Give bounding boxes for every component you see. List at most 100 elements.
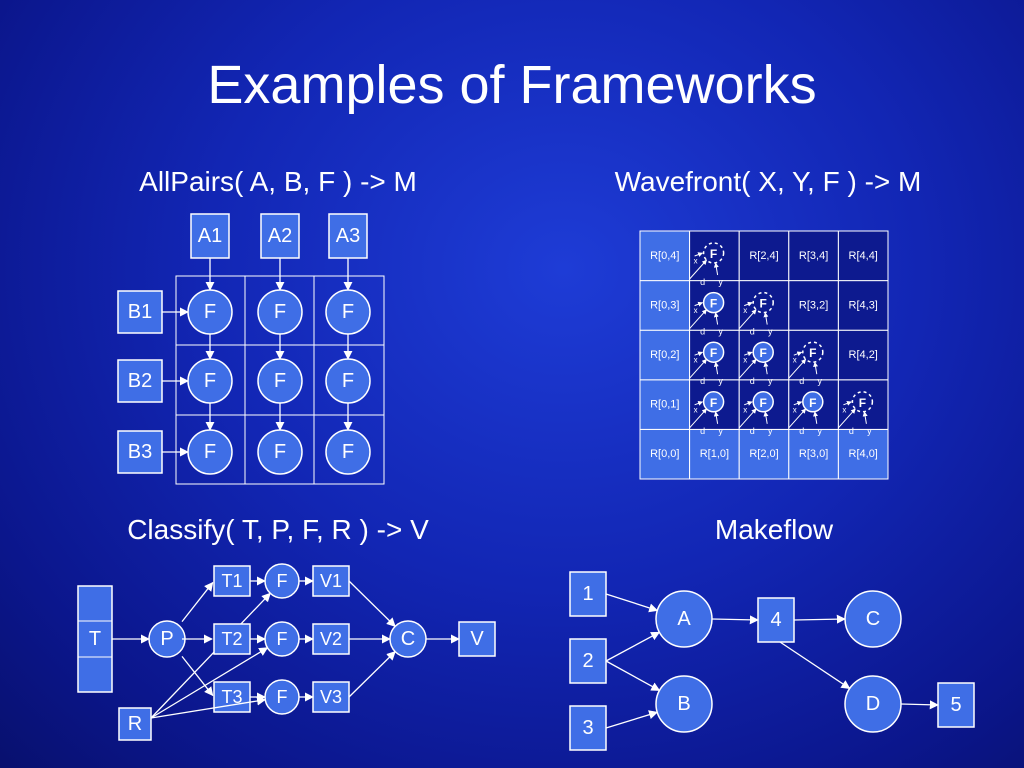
- diagonal-input-arrow: [738, 309, 757, 329]
- b-label: B2: [128, 370, 152, 392]
- function-label: F: [204, 301, 216, 323]
- port-label-y: y: [718, 376, 723, 386]
- vote-label: V1: [320, 571, 342, 591]
- function-node: [187, 429, 233, 475]
- collector-label: C: [401, 628, 415, 650]
- function-label: F: [277, 571, 288, 591]
- port-label-y: y: [718, 277, 723, 287]
- edge-v-c: [348, 650, 396, 698]
- x-input-arrow: [744, 401, 753, 406]
- boundary-cell-label: R[0,1]: [650, 399, 679, 411]
- function-node: [257, 358, 303, 404]
- port-label-x: x: [694, 257, 698, 266]
- function-label: F: [204, 370, 216, 392]
- port-label-y: y: [818, 376, 823, 386]
- port-label-d: d: [700, 327, 705, 337]
- boundary-cell-label: R[2,0]: [749, 448, 778, 460]
- task-label: D: [866, 693, 880, 715]
- edge-4-c: [793, 614, 846, 624]
- boundary-cell-label: R[0,0]: [650, 448, 679, 460]
- edge-p-t: [181, 655, 214, 697]
- function-node: [702, 391, 725, 413]
- b-label: B3: [128, 441, 152, 463]
- function-label: F: [277, 687, 288, 707]
- file-label: 1: [582, 583, 593, 605]
- function-node: [257, 289, 303, 335]
- port-label-y: y: [768, 426, 773, 436]
- function-label: F: [760, 297, 767, 311]
- grid-cell: [788, 230, 839, 282]
- port-label-d: d: [750, 327, 755, 337]
- boundary-cell-label: R[1,0]: [700, 448, 729, 460]
- function-label: F: [710, 297, 717, 311]
- port-label-d: d: [750, 426, 755, 436]
- diagonal-input-arrow: [689, 358, 707, 379]
- port-label-y: y: [768, 327, 773, 337]
- training-box: [213, 623, 251, 655]
- y-input-arrow: [813, 361, 819, 375]
- task-node: [655, 590, 713, 648]
- y-input-arrow: [763, 312, 769, 325]
- makeflow-heading: Makeflow: [714, 514, 834, 545]
- task-node: [844, 590, 902, 648]
- b-box: [117, 430, 163, 474]
- edge-r-f: [150, 647, 269, 719]
- task-label: C: [866, 608, 880, 630]
- boundary-cell-label: R[0,3]: [650, 299, 679, 311]
- function-node: [325, 358, 371, 404]
- y-input-arrow: [763, 411, 769, 424]
- function-node: [752, 391, 774, 413]
- file-box: [569, 638, 607, 684]
- port-label-d: d: [700, 277, 705, 287]
- a-label: A3: [336, 225, 360, 247]
- edge-4-d: [779, 641, 851, 690]
- function-node: [187, 289, 233, 335]
- pending-cell-label: R[4,2]: [849, 349, 878, 361]
- x-input-arrow: [793, 351, 803, 357]
- edge-p-t: [181, 581, 214, 623]
- edge-file-task: [605, 710, 659, 729]
- function-node: [802, 341, 824, 363]
- diagonal-input-arrow: [788, 408, 807, 429]
- function-label: F: [342, 370, 354, 392]
- edge-r-f: [150, 696, 267, 719]
- x-input-arrow: [744, 351, 753, 357]
- port-label-y: y: [768, 376, 773, 386]
- a-label: A1: [198, 225, 222, 247]
- file-box: [569, 705, 607, 751]
- function-node: [325, 289, 371, 335]
- function-node: [325, 429, 371, 475]
- port-label-y: y: [718, 426, 723, 436]
- function-node: [802, 391, 824, 413]
- pending-cell-label: R[2,4]: [749, 250, 778, 262]
- boundary-cell-label: R[4,0]: [849, 448, 878, 460]
- port-label-y: y: [867, 426, 872, 436]
- x-input-arrow: [744, 301, 753, 307]
- classify-heading: Classify( T, P, F, R ) -> V: [127, 514, 429, 545]
- grid-cell: [837, 329, 889, 381]
- port-label-x: x: [743, 356, 747, 365]
- y-input-arrow: [713, 312, 719, 325]
- function-label: F: [342, 441, 354, 463]
- port-label-x: x: [793, 356, 797, 365]
- y-input-arrow: [813, 411, 819, 424]
- edge-file-task: [605, 631, 661, 662]
- diagonal-input-arrow: [738, 408, 757, 429]
- port-label-x: x: [842, 405, 846, 414]
- function-node: [851, 391, 874, 413]
- port-label-y: y: [718, 327, 723, 337]
- function-label: F: [710, 247, 717, 261]
- port-label-d: d: [700, 376, 705, 386]
- edge-r-f: [150, 592, 271, 719]
- port-label-d: d: [849, 426, 854, 436]
- port-label-y: y: [818, 426, 823, 436]
- function-label: F: [859, 396, 866, 410]
- reference-box: [118, 707, 152, 741]
- port-label-d: d: [750, 376, 755, 386]
- port-label-x: x: [694, 405, 698, 414]
- y-input-arrow: [713, 411, 719, 424]
- function-label: F: [809, 396, 816, 410]
- function-node: [702, 341, 725, 363]
